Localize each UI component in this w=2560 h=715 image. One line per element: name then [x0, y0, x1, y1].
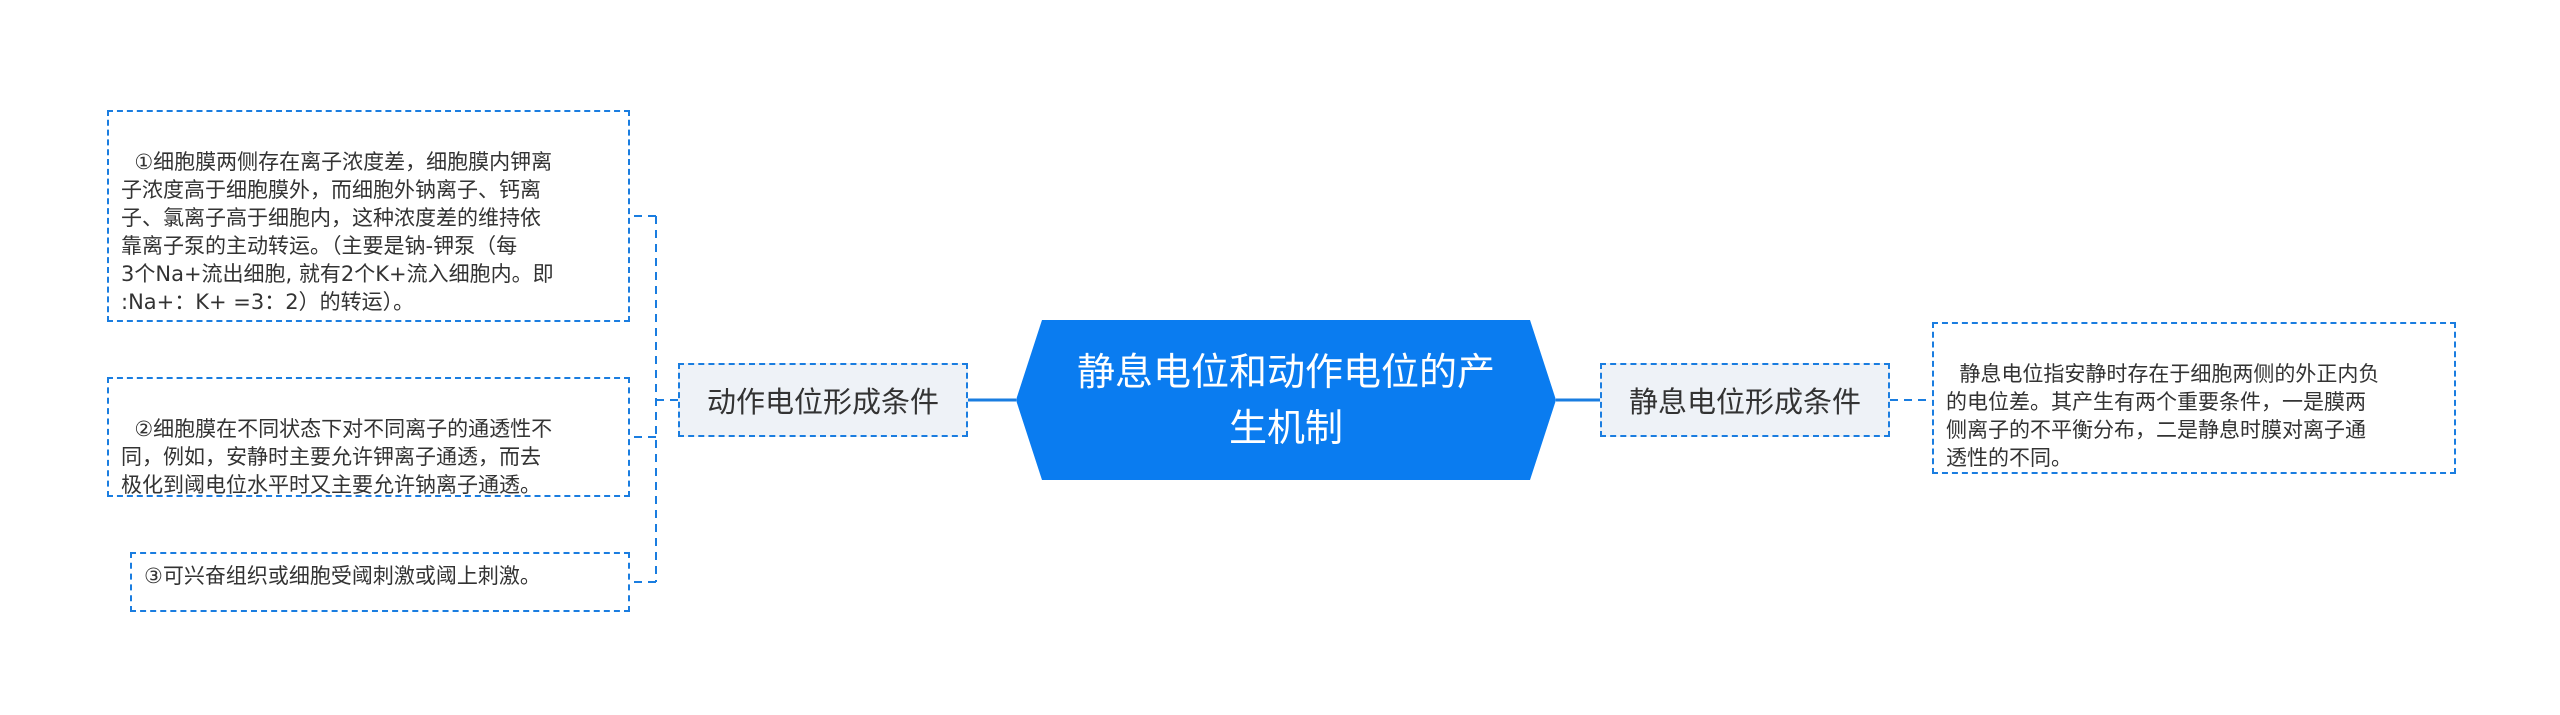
central-topic-title-line1: 静息电位和动作电位的产 — [1076, 350, 1495, 394]
right-branch-topic[interactable]: 静息电位形成条件 — [1600, 363, 1890, 437]
left-leaf-1-text: ①细胞膜两侧存在离子浓度差，细胞膜内钾离 子浓度高于细胞膜外，而细胞外钠离子、钙… — [121, 150, 554, 314]
right-leaf-1[interactable]: 静息电位指安静时存在于细胞两侧的外正内负 的电位差。其产生有两个重要条件，一是膜… — [1932, 322, 2456, 474]
left-leaf-3[interactable]: ③可兴奋组织或细胞受阈刺激或阈上刺激。 — [130, 552, 630, 612]
left-branch-label: 动作电位形成条件 — [706, 385, 939, 419]
central-topic-shape — [1016, 320, 1556, 480]
central-topic-title-line2: 生机制 — [1228, 406, 1343, 450]
left-leaf-2-text: ②细胞膜在不同状态下对不同离子的通透性不 同，例如，安静时主要允许钾离子通透，而… — [121, 417, 553, 497]
central-topic[interactable]: 静息电位和动作电位的产 生机制 — [1016, 320, 1556, 480]
right-branch-label: 静息电位形成条件 — [1628, 385, 1861, 419]
left-branch-topic[interactable]: 动作电位形成条件 — [678, 363, 968, 437]
left-leaf-3-text: ③可兴奋组织或细胞受阈刺激或阈上刺激。 — [144, 564, 541, 588]
central-topic-title: 静息电位和动作电位的产 生机制 — [1042, 320, 1530, 480]
left-leaf-2[interactable]: ②细胞膜在不同状态下对不同离子的通透性不 同，例如，安静时主要允许钾离子通透，而… — [107, 377, 630, 497]
left-leaf-1[interactable]: ①细胞膜两侧存在离子浓度差，细胞膜内钾离 子浓度高于细胞膜外，而细胞外钠离子、钙… — [107, 110, 630, 322]
right-leaf-1-text: 静息电位指安静时存在于细胞两侧的外正内负 的电位差。其产生有两个重要条件，一是膜… — [1946, 362, 2380, 470]
